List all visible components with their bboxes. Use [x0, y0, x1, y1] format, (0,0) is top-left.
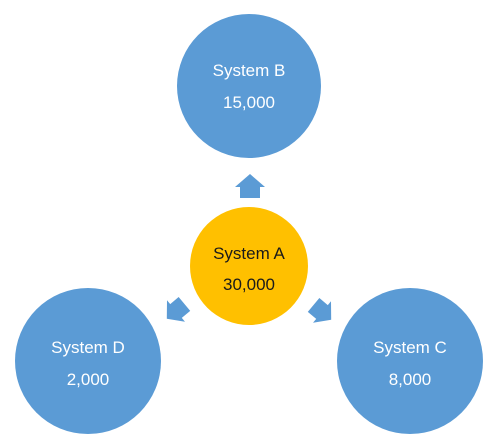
system-c-name: System C: [373, 338, 447, 357]
system-b-circle: [177, 14, 321, 158]
system-d-circle: [15, 288, 161, 434]
system-c-value: 8,000: [389, 370, 432, 389]
system-c-circle: [337, 288, 483, 434]
arrow-up-icon: [235, 174, 265, 198]
system-b-name: System B: [213, 61, 286, 80]
arrow-to-system-b: [235, 174, 265, 198]
system-d-name: System D: [51, 338, 125, 357]
node-system-b: System B 15,000: [177, 14, 321, 158]
arrow-to-system-c: [307, 298, 332, 323]
arrow-down-right-icon: [307, 298, 332, 323]
system-b-value: 15,000: [223, 93, 275, 112]
node-system-a: System A 30,000: [190, 207, 308, 325]
system-a-circle: [190, 207, 308, 325]
node-system-c: System C 8,000: [337, 288, 483, 434]
system-a-value: 30,000: [223, 275, 275, 294]
arrow-to-system-d: [166, 297, 191, 322]
system-a-name: System A: [213, 244, 285, 263]
system-d-value: 2,000: [67, 370, 110, 389]
arrow-down-left-icon: [166, 297, 191, 322]
node-system-d: System D 2,000: [15, 288, 161, 434]
